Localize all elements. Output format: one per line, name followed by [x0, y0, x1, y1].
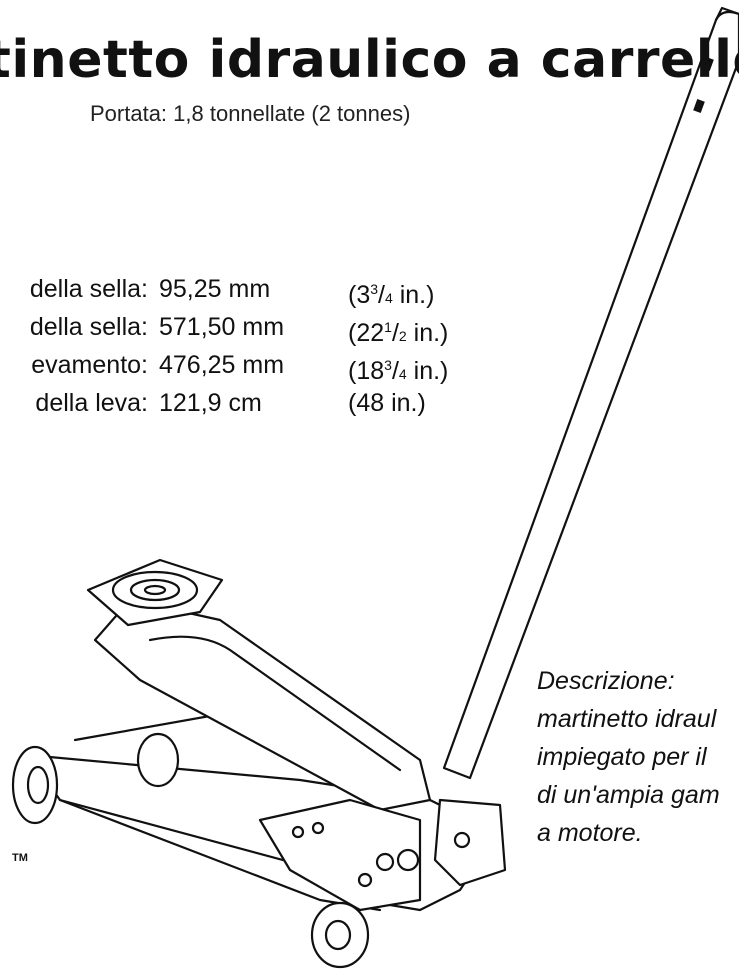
description-line: impiegato per il — [537, 743, 707, 771]
spec-imperial-value: (33/4 in.) — [348, 281, 435, 309]
spec-label: della sella: — [29, 275, 148, 303]
spec-metric-value: 95,25 mm — [159, 275, 271, 303]
side-plate — [258, 798, 422, 912]
spec-label: evamento: — [31, 351, 148, 379]
description-line: di un'ampia gam — [537, 781, 720, 809]
brand-logo-icon: ) — [0, 845, 1, 890]
description-heading: Descrizione: — [537, 667, 675, 695]
handle-grip-icon — [693, 56, 714, 114]
description-line: a motore. — [537, 819, 643, 847]
pump-housing — [433, 798, 507, 887]
spec-imperial-value: (48 in.) — [348, 389, 426, 417]
spec-label: della leva: — [35, 389, 148, 417]
spec-label: della sella: — [29, 313, 148, 341]
spec-metric-value: 476,25 mm — [159, 351, 285, 379]
spec-metric-value: 121,9 cm — [159, 389, 262, 417]
description-block: Descrizione: martinetto idraul impiegato… — [537, 662, 720, 852]
page-title: tinetto idraulico a carrello — [0, 30, 739, 90]
spec-imperial-value: (221/2 in.) — [348, 319, 449, 347]
spec-metric-value: 571,50 mm — [159, 313, 285, 341]
spec-imperial-value: (183/4 in.) — [348, 357, 449, 385]
trademark-mark: TM — [12, 852, 28, 864]
capacity-subtitle: Portata: 1,8 tonnellate (2 tonnes) — [90, 101, 411, 126]
description-line: martinetto idraul — [537, 705, 717, 733]
